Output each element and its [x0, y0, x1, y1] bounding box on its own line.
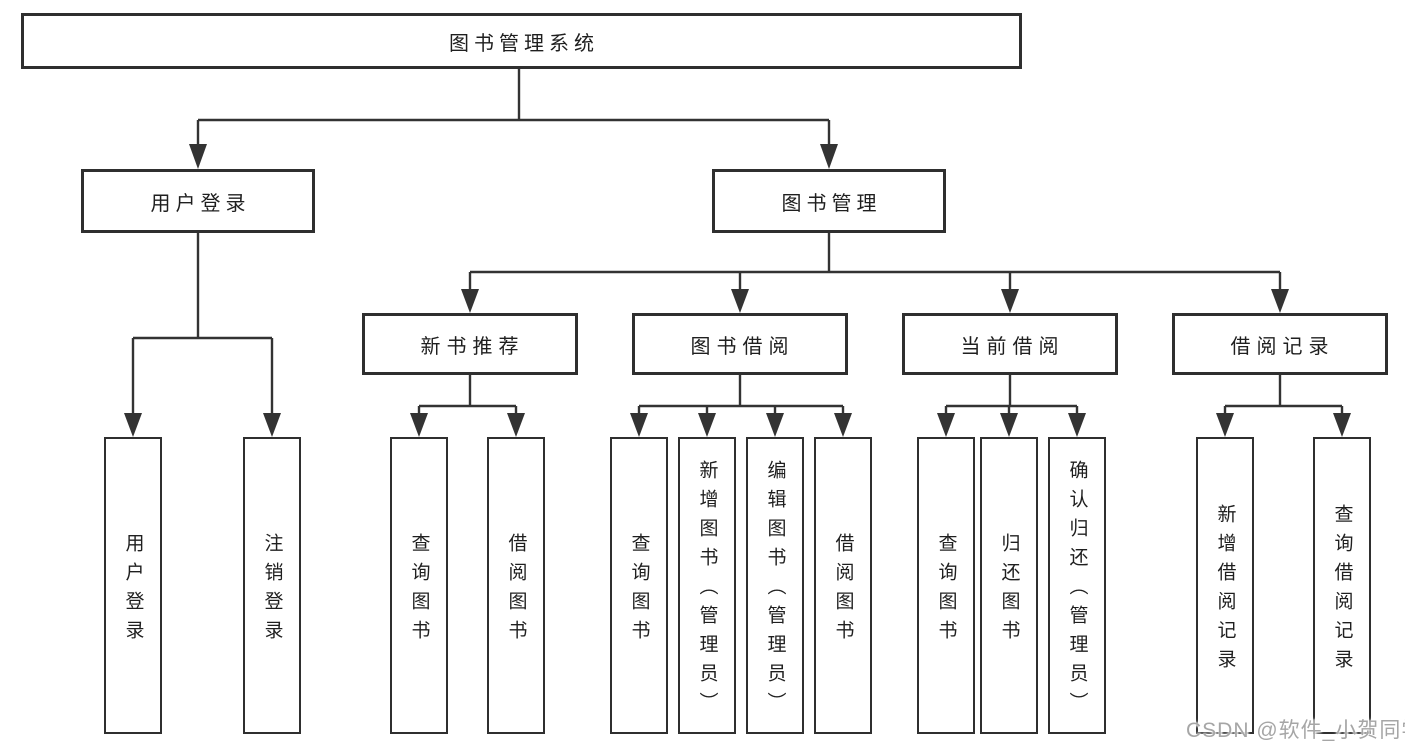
node-current-borrow: 当前借阅 — [902, 313, 1118, 375]
node-book-management: 图书管理 — [712, 169, 946, 233]
arrowheads — [124, 144, 1351, 437]
leaf-query-books-recommend: 查询图书 — [390, 437, 448, 734]
node-borrow-records-label: 借阅记录 — [1230, 335, 1335, 358]
node-book-borrow: 图书借阅 — [632, 313, 848, 375]
leaf-logout-label: 注销登录 — [261, 532, 283, 649]
leaf-query-borrow-record-label: 查询借阅记录 — [1331, 503, 1353, 678]
node-borrow-records: 借阅记录 — [1172, 313, 1388, 375]
node-root-label: 图书管理系统 — [449, 32, 599, 55]
node-new-book-recommend-label: 新书推荐 — [420, 335, 525, 358]
leaf-borrow-books-borrow: 借阅图书 — [814, 437, 872, 734]
leaf-confirm-return-admin-label: 确认归还（管理员） — [1066, 460, 1088, 721]
leaf-query-books-current: 查询图书 — [917, 437, 975, 734]
node-user-login: 用户登录 — [81, 169, 315, 233]
csdn-watermark: CSDN @软件_小贺同学 — [1186, 719, 1405, 742]
leaf-confirm-return-admin: 确认归还（管理员） — [1048, 437, 1106, 734]
node-user-login-label: 用户登录 — [150, 192, 251, 215]
leaf-query-books-recommend-label: 查询图书 — [408, 532, 430, 649]
leaf-edit-book-admin-label: 编辑图书（管理员） — [764, 460, 786, 721]
leaf-edit-book-admin: 编辑图书（管理员） — [746, 437, 804, 734]
leaf-return-books: 归还图书 — [980, 437, 1038, 734]
leaf-query-books-borrow-label: 查询图书 — [628, 532, 650, 649]
leaf-borrow-books-borrow-label: 借阅图书 — [832, 532, 854, 649]
leaf-add-book-admin: 新增图书（管理员） — [678, 437, 736, 734]
node-current-borrow-label: 当前借阅 — [960, 335, 1065, 358]
leaf-borrow-books-recommend-label: 借阅图书 — [505, 532, 527, 649]
leaf-add-borrow-record: 新增借阅记录 — [1196, 437, 1254, 734]
node-book-borrow-label: 图书借阅 — [690, 335, 795, 358]
leaf-user-login: 用户登录 — [104, 437, 162, 734]
leaf-query-books-current-label: 查询图书 — [935, 532, 957, 649]
node-root: 图书管理系统 — [21, 13, 1022, 69]
leaf-query-borrow-record: 查询借阅记录 — [1313, 437, 1371, 734]
leaf-query-books-borrow: 查询图书 — [610, 437, 668, 734]
node-new-book-recommend: 新书推荐 — [362, 313, 578, 375]
node-book-management-label: 图书管理 — [781, 192, 882, 215]
leaf-borrow-books-recommend: 借阅图书 — [487, 437, 545, 734]
leaf-add-book-admin-label: 新增图书（管理员） — [696, 460, 718, 721]
leaf-user-login-label: 用户登录 — [122, 532, 144, 649]
leaf-add-borrow-record-label: 新增借阅记录 — [1214, 503, 1236, 678]
leaf-return-books-label: 归还图书 — [998, 532, 1020, 649]
leaf-logout: 注销登录 — [243, 437, 301, 734]
